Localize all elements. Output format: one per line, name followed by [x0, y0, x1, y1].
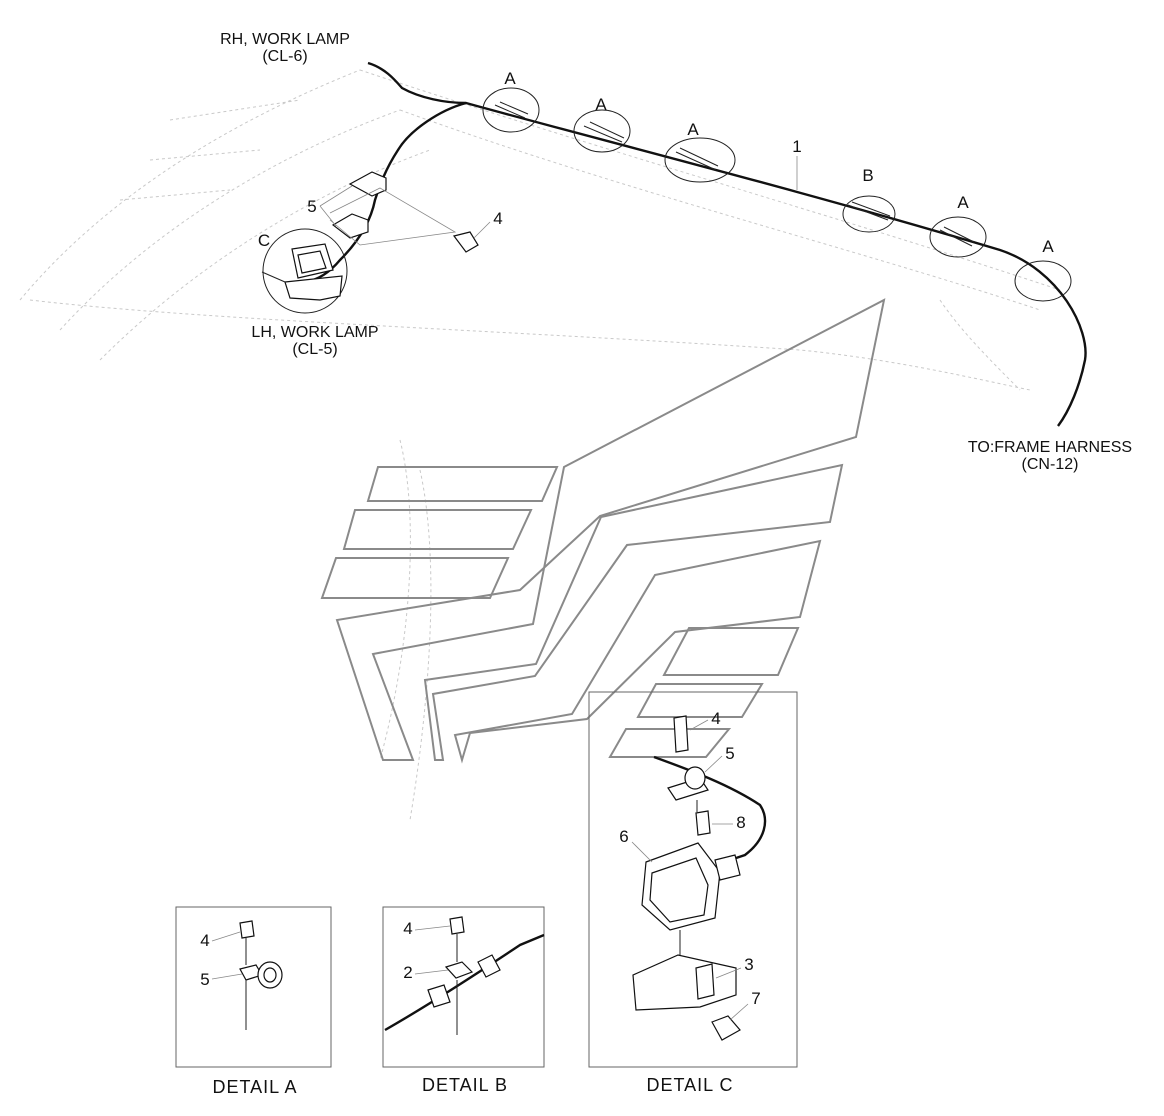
callout-c: C	[258, 231, 270, 250]
detail-c-title: DETAIL C	[646, 1075, 733, 1095]
callout-b: B	[862, 166, 873, 185]
lh-work-lamp-label: LH, WORK LAMP	[251, 324, 378, 341]
detail-a-part-4: 4	[200, 931, 209, 950]
callout-a-5: A	[1042, 237, 1054, 256]
lh-lamp-assembly	[261, 171, 479, 314]
to-frame-harness-label: TO:FRAME HARNESS	[968, 439, 1132, 456]
rh-work-lamp-code: (CL-6)	[262, 48, 307, 65]
detail-c-part-8: 8	[736, 813, 745, 832]
lh-work-lamp-code: (CL-5)	[292, 341, 337, 358]
callout-a-2: A	[595, 95, 607, 114]
callout-harness-1: 1	[792, 137, 801, 156]
detail-a-frame	[175, 906, 332, 1068]
detail-b-title: DETAIL B	[422, 1075, 508, 1095]
detail-a-part-5: 5	[200, 970, 209, 989]
detail-a-title: DETAIL A	[212, 1077, 297, 1097]
detail-a: 4 5 DETAIL A	[175, 906, 332, 1097]
detail-c: 4 5 8 6 3 7 DETAIL C	[588, 691, 798, 1095]
rh-work-lamp-label: RH, WORK LAMP	[220, 31, 350, 48]
detail-b: 4 2 DETAIL B	[382, 906, 545, 1095]
detail-c-part-3: 3	[744, 955, 753, 974]
detail-c-part-7: 7	[751, 989, 760, 1008]
harness-clips	[482, 87, 1072, 302]
callout-a-4: A	[957, 193, 969, 212]
detail-c-part-6: 6	[619, 827, 628, 846]
detail-c-part-5: 5	[725, 744, 734, 763]
callout-bolt-4: 4	[493, 209, 502, 228]
detail-b-part-4: 4	[403, 919, 412, 938]
callout-clamp-5: 5	[307, 197, 316, 216]
callout-a-1: A	[504, 69, 516, 88]
to-frame-harness-code: (CN-12)	[1022, 456, 1079, 473]
detail-c-frame	[588, 691, 798, 1068]
detail-c-part-4: 4	[711, 709, 720, 728]
detail-b-frame	[382, 906, 545, 1068]
detail-b-part-2: 2	[403, 963, 412, 982]
callout-a-3: A	[687, 120, 699, 139]
cab-decal-graphic	[320, 298, 886, 764]
cab-ghost-outline	[19, 69, 1061, 821]
top-labels: RH, WORK LAMP (CL-6) LH, WORK LAMP (CL-5…	[220, 31, 1132, 473]
